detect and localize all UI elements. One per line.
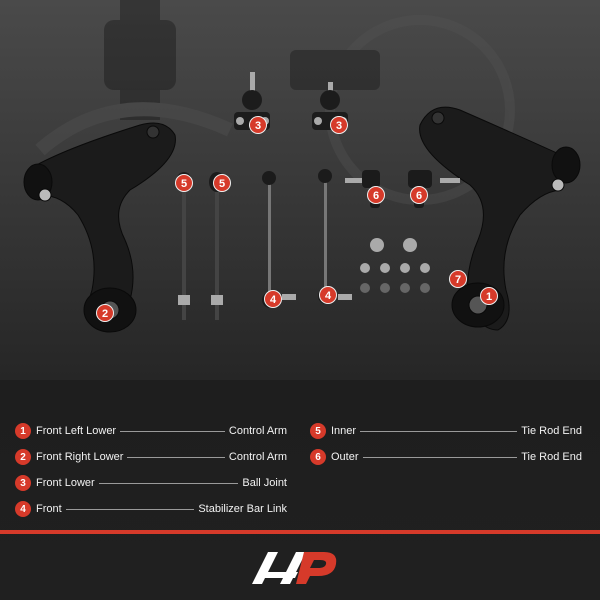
legend-label: Front Lower (36, 477, 95, 489)
legend-value: Ball Joint (242, 477, 287, 489)
badge-2: 2 (96, 304, 114, 322)
legend-label: Inner (331, 425, 357, 437)
badge-5-right: 5 (213, 174, 231, 192)
legend-number: 2 (15, 449, 31, 465)
legend-number: 6 (310, 449, 326, 465)
parts-photo (0, 0, 600, 380)
legend-item-5: 5 Inner Tie Rod End (310, 421, 582, 441)
right-control-arm (419, 106, 581, 331)
legend-item-1: 1 Front Left Lower Control Arm (15, 421, 287, 441)
badge-5-left: 5 (175, 174, 193, 192)
legend-value: Tie Rod End (521, 451, 582, 463)
legend-item-6: 6 Outer Tie Rod End (310, 447, 582, 467)
badge-4-left: 4 (264, 290, 282, 308)
badge-7: 7 (449, 270, 467, 288)
parts-legend: 1 Front Left Lower Control Arm 2 Front R… (0, 410, 600, 525)
badge-3-right: 3 (330, 116, 348, 134)
hardware-nuts-washers (360, 238, 430, 293)
accent-divider (0, 530, 600, 534)
leader-line (98, 482, 239, 484)
badge-1: 1 (480, 287, 498, 305)
leader-line (120, 430, 225, 432)
legend-item-3: 3 Front Lower Ball Joint (15, 473, 287, 493)
leader-line (65, 508, 195, 510)
legend-value: Control Arm (228, 425, 287, 437)
legend-number: 3 (15, 475, 31, 491)
leader-line (362, 456, 518, 458)
legend-label: Front Right Lower (36, 451, 124, 463)
badge-6-right: 6 (410, 186, 428, 204)
a-premium-logo-icon (252, 552, 337, 584)
legend-item-2: 2 Front Right Lower Control Arm (15, 447, 287, 467)
legend-number: 4 (15, 501, 31, 517)
legend-number: 5 (310, 423, 326, 439)
legend-value: Tie Rod End (521, 425, 582, 437)
legend-number: 1 (15, 423, 31, 439)
legend-label: Outer (331, 451, 359, 463)
legend-item-4: 4 Front Stabilizer Bar Link (15, 499, 287, 519)
leader-line (360, 430, 518, 432)
legend-label: Front (36, 503, 62, 515)
legend-label: Front Left Lower (36, 425, 117, 437)
badge-4-right: 4 (319, 286, 337, 304)
legend-value: Stabilizer Bar Link (198, 503, 287, 515)
badge-3-left: 3 (249, 116, 267, 134)
leader-line (127, 456, 225, 458)
legend-value: Control Arm (228, 451, 287, 463)
badge-6-left: 6 (367, 186, 385, 204)
